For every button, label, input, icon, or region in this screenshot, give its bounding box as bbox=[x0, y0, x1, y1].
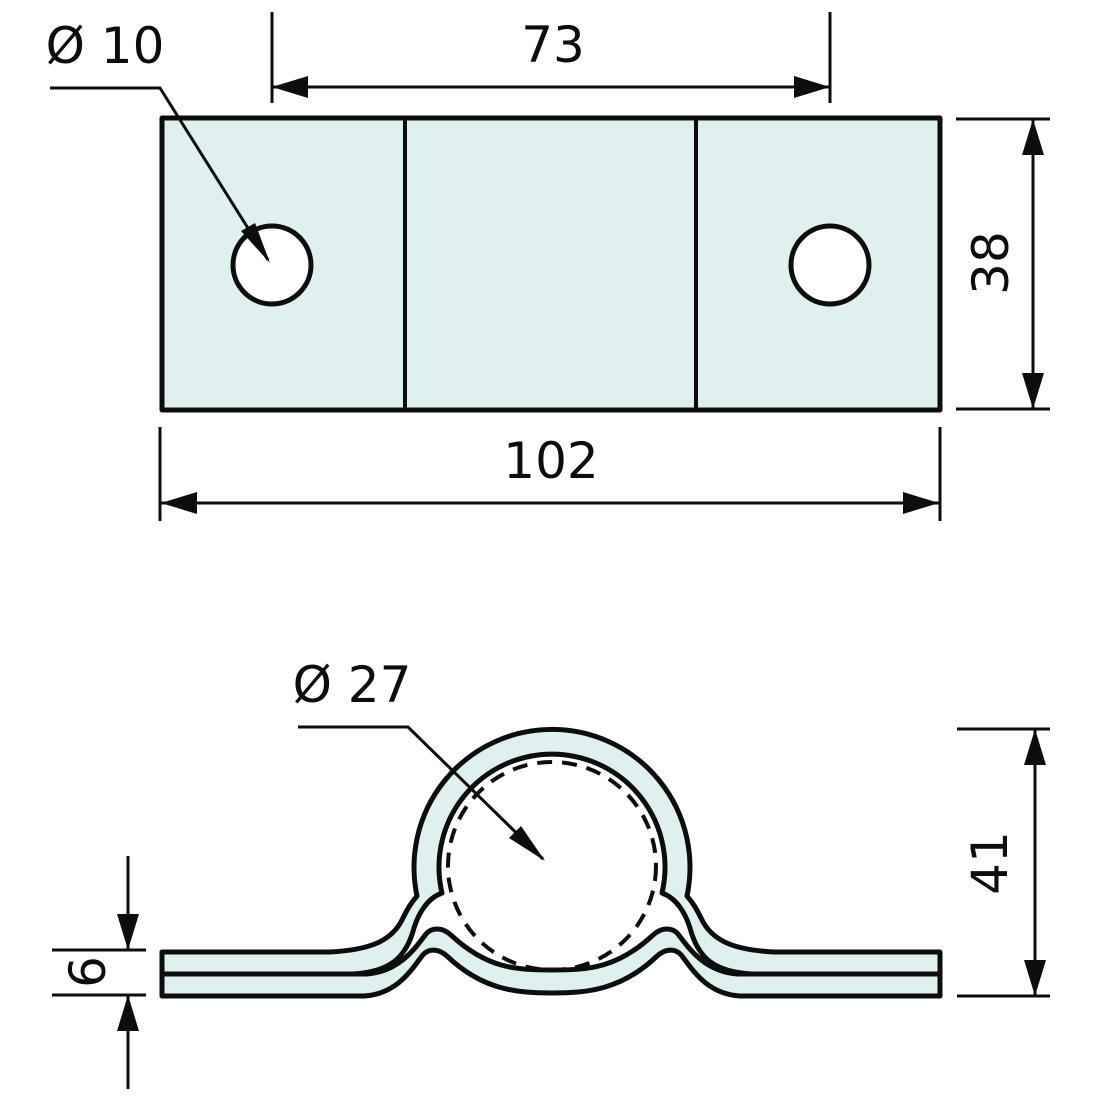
leader-arrowhead-pipe bbox=[509, 826, 545, 861]
profile-view: Ø 27 41 6 bbox=[52, 656, 1050, 1089]
dimension-overall-height: 41 bbox=[957, 727, 1050, 998]
arrowhead-left bbox=[272, 76, 308, 98]
arrowhead-bottom bbox=[1024, 960, 1046, 996]
arrowhead-right bbox=[903, 492, 939, 514]
dimension-thickness: 6 bbox=[52, 856, 146, 1089]
pipe-diameter-label: Ø 27 bbox=[293, 656, 412, 714]
overall-height-label: 41 bbox=[961, 831, 1019, 895]
bottom-strap bbox=[159, 926, 943, 999]
thickness-label: 6 bbox=[59, 956, 117, 988]
plate-height-label: 38 bbox=[962, 231, 1020, 295]
mounting-hole-right bbox=[788, 223, 872, 307]
arrowhead-top bbox=[1024, 729, 1046, 765]
top-strap bbox=[159, 726, 943, 977]
leader-arrowhead-hole bbox=[241, 223, 270, 263]
dimension-hole-spacing: 73 bbox=[270, 12, 832, 103]
arrowhead-up bbox=[117, 995, 139, 1031]
dimension-pipe-diameter: Ø 27 bbox=[293, 656, 545, 861]
hole-spacing-label: 73 bbox=[521, 16, 585, 74]
arrowhead-left bbox=[161, 492, 197, 514]
arrowhead-bottom bbox=[1022, 373, 1044, 409]
arrowhead-top bbox=[1022, 119, 1044, 155]
mounting-hole-left bbox=[230, 223, 314, 307]
leader-line-hole bbox=[50, 86, 270, 261]
arrowhead-right bbox=[794, 76, 830, 98]
pipe-hidden-circle bbox=[446, 760, 658, 972]
hole-diameter-label: Ø 10 bbox=[46, 17, 165, 75]
arrowhead-down bbox=[117, 914, 139, 950]
dimension-plate-height: 38 bbox=[956, 117, 1050, 411]
plate-width-label: 102 bbox=[503, 432, 598, 490]
leader-line-pipe bbox=[298, 725, 545, 861]
dimension-hole-diameter: Ø 10 bbox=[46, 17, 270, 263]
top-view: Ø 10 73 38 bbox=[46, 12, 1050, 521]
dimension-plate-width: 102 bbox=[158, 427, 942, 521]
